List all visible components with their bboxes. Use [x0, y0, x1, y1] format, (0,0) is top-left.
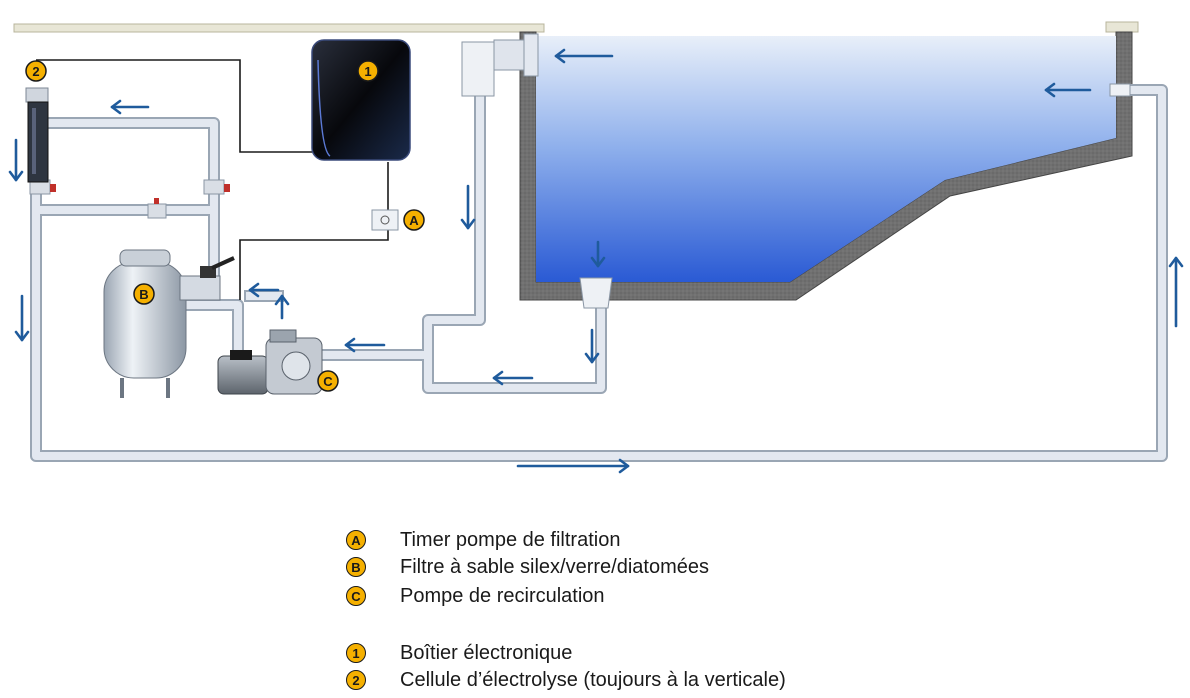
- badge-pump: C: [317, 370, 339, 392]
- arrow-icon: [1168, 256, 1184, 328]
- legend-item-a: A Timer pompe de filtration: [346, 527, 620, 553]
- badge-cell: 2: [25, 60, 47, 82]
- legend-badge-a: A: [346, 530, 366, 550]
- svg-text:B: B: [139, 287, 148, 302]
- arrow-icon: [492, 370, 534, 386]
- legend-label-a: Timer pompe de filtration: [400, 528, 621, 551]
- arrow-icon: [516, 458, 630, 474]
- arrow-icon: [584, 328, 600, 364]
- svg-text:1: 1: [364, 64, 371, 79]
- legend-item-1: 1 Boîtier électronique: [346, 640, 572, 666]
- arrow-icon: [8, 138, 24, 182]
- control-box: [311, 39, 411, 161]
- sand-filter: [103, 249, 235, 398]
- legend-badge-b: B: [346, 557, 366, 577]
- arrow-icon: [344, 337, 386, 353]
- arrow-icon: [460, 184, 476, 230]
- legend-label-2: Cellule d’électrolyse (toujours à la ver…: [400, 668, 786, 691]
- arrow-icon: [110, 99, 150, 115]
- svg-text:2: 2: [32, 64, 39, 79]
- arrow-icon: [554, 48, 614, 64]
- return-inlet: [1109, 83, 1131, 97]
- circulation-pump: [217, 329, 323, 395]
- arrow-icon: [14, 294, 30, 342]
- legend-item-c: C Pompe de recirculation: [346, 583, 605, 609]
- deck: [13, 21, 1139, 33]
- main-drain: [579, 277, 613, 309]
- pool-basin: [519, 31, 1133, 301]
- wiring: [36, 59, 389, 300]
- pool-water: [536, 36, 1116, 282]
- arrow-icon: [274, 294, 290, 320]
- skimmer: [461, 33, 539, 97]
- pool-circuit-diagram: 1 2 A B C: [8, 21, 1184, 474]
- svg-text:A: A: [409, 213, 419, 228]
- arrow-icon: [248, 282, 280, 298]
- pipe-network: [30, 84, 1168, 462]
- arrow-icon: [590, 240, 606, 268]
- timer: [371, 209, 399, 231]
- electrolysis-cell: [25, 87, 49, 183]
- legend-label-c: Pompe de recirculation: [400, 584, 605, 607]
- legend-badge-c: C: [346, 586, 366, 606]
- legend-item-2: 2 Cellule d’électrolyse (toujours à la v…: [346, 667, 786, 693]
- badge-control-box: 1: [357, 60, 379, 82]
- legend-item-b: B Filtre à sable silex/verre/diatomées: [346, 554, 709, 580]
- legend-label-b: Filtre à sable silex/verre/diatomées: [400, 555, 710, 578]
- legend-label-1: Boîtier électronique: [400, 641, 573, 664]
- svg-text:C: C: [323, 374, 333, 389]
- legend-badge-1: 1: [346, 643, 366, 663]
- flow-arrows: [8, 48, 1184, 474]
- badge-timer: A: [403, 209, 425, 231]
- legend-badge-2: 2: [346, 670, 366, 690]
- badge-filter: B: [133, 283, 155, 305]
- arrow-icon: [1044, 82, 1092, 98]
